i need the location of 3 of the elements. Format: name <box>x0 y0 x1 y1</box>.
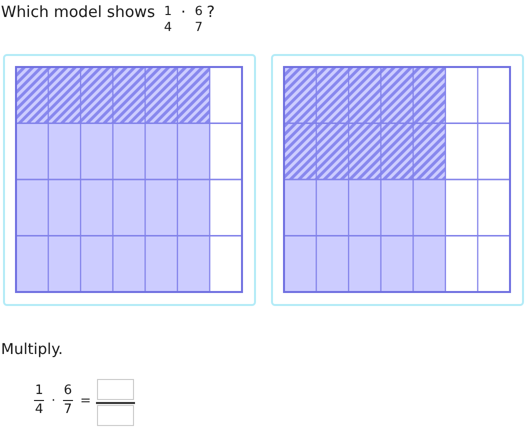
model-card <box>3 54 256 306</box>
model-card <box>271 54 524 306</box>
instruction-text: Multiply. <box>1 340 63 358</box>
